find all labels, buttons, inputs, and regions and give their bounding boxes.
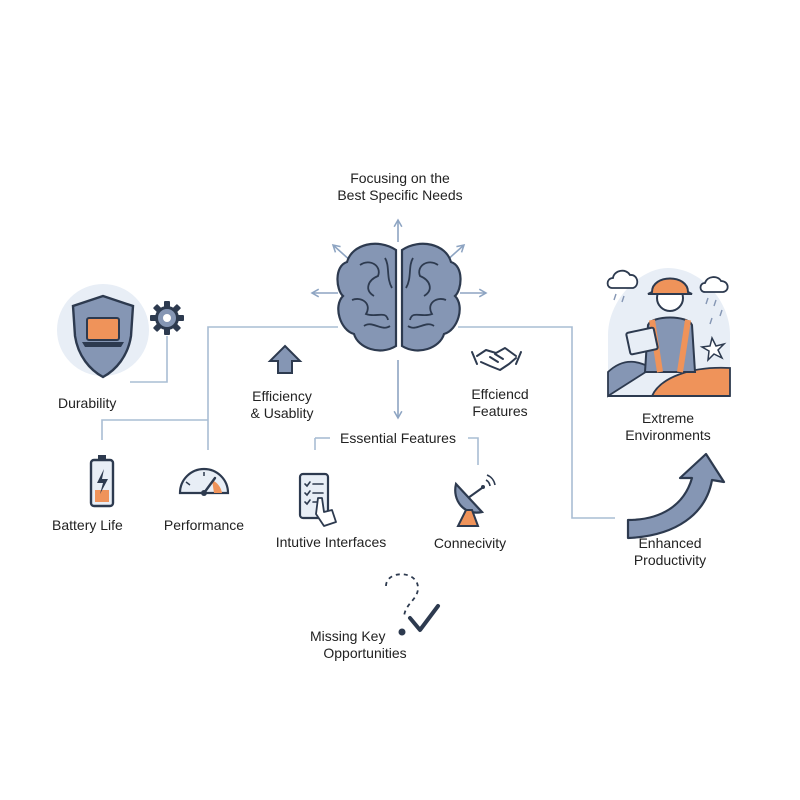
growth-arrow-icon — [626, 452, 726, 540]
brain-icon — [336, 242, 462, 352]
label-intuitive-interfaces: Intutive Interfaces — [275, 534, 387, 550]
worker-scene-icon — [606, 268, 731, 398]
header-line-2: Best Specific Needs — [337, 187, 463, 203]
label-connectivity: Connecivity — [433, 535, 507, 551]
label-extreme-environments: Extreme Environments — [613, 410, 723, 444]
up-arrow-icon — [267, 344, 303, 374]
cloud-icon — [606, 269, 729, 293]
handshake-icon — [471, 347, 522, 371]
header-title: Focusing on the Best Specific Needs — [300, 170, 500, 204]
header-line-1: Focusing on the — [350, 170, 450, 186]
label-efficiency-features: Effciencd Features — [450, 386, 550, 420]
shield-laptop-icon — [57, 284, 149, 379]
label-durability: Durability — [58, 395, 117, 411]
gear-icon — [150, 301, 184, 335]
label-essential-features: Essential Features — [340, 430, 456, 446]
connector-lines — [101, 326, 615, 519]
gauge-icon — [178, 467, 230, 496]
checklist-phone-icon — [298, 472, 337, 527]
label-extreme-environments-line-1: Extreme — [641, 410, 695, 426]
satellite-dish-icon — [454, 474, 496, 527]
label-enhanced-productivity-line-1: Enhanced — [638, 535, 702, 551]
label-efficiency-usability-line-1: Efficiency — [252, 388, 312, 404]
label-enhanced-productivity-line-2: Productivity — [633, 552, 707, 568]
label-efficiency-features-line-2: Features — [472, 403, 528, 419]
label-performance: Performance — [163, 517, 245, 533]
label-missing-opportunities: Missing Key Opportunities — [302, 628, 428, 662]
question-check-icon — [385, 573, 440, 636]
label-missing-opportunities-line-2: Opportunities — [323, 645, 407, 661]
label-efficiency-features-line-1: Effciencd — [471, 386, 529, 402]
label-battery-life: Battery Life — [52, 517, 123, 533]
battery-icon — [89, 455, 115, 508]
label-enhanced-productivity: Enhanced Productivity — [615, 535, 725, 569]
label-efficiency-usability-line-2: & Usablity — [250, 405, 314, 421]
label-efficiency-usability: Efficiency & Usablity — [232, 388, 332, 422]
radiating-arrows — [310, 218, 488, 420]
label-extreme-environments-line-2: Environments — [625, 427, 711, 443]
label-missing-opportunities-line-1: Missing Key — [310, 628, 386, 644]
